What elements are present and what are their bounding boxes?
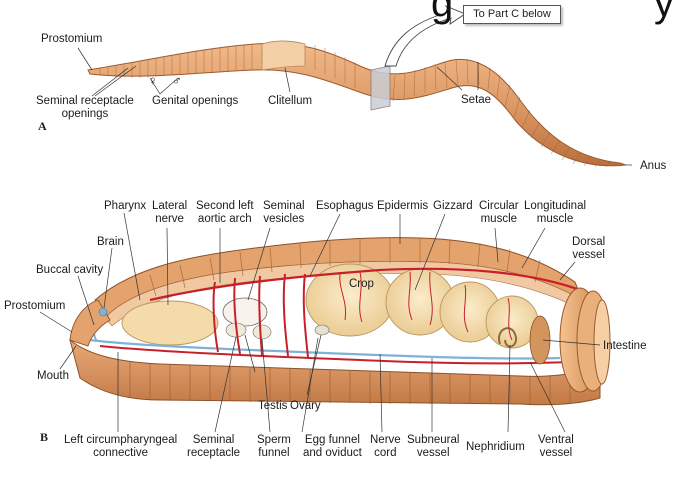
label-brain: Brain bbox=[97, 236, 124, 248]
heading-fragment-left: g bbox=[431, 0, 454, 25]
label-nerve-cord: Nerve cord bbox=[370, 434, 401, 459]
label-seminal-receptacle-openings: Seminal receptacle openings bbox=[36, 95, 134, 120]
callout-to-part-c: To Part C below bbox=[463, 5, 561, 24]
label-second-left-aortic-arch: Second left aortic arch bbox=[196, 200, 254, 225]
label-anus: Anus bbox=[640, 160, 667, 172]
male-symbol-icon: ♂ bbox=[172, 73, 182, 88]
label-buccal-cavity: Buccal cavity bbox=[36, 264, 104, 276]
label-left-circumpharyngeal-connective: Left circumpharyngeal connective bbox=[64, 434, 178, 459]
label-setae: Setae bbox=[461, 94, 492, 106]
label-testis: Testis bbox=[258, 400, 288, 412]
label-crop: Crop bbox=[349, 278, 374, 290]
label-epidermis: Epidermis bbox=[377, 200, 429, 212]
label-esophagus: Esophagus bbox=[316, 200, 374, 212]
label-seminal-receptacle: Seminal receptacle bbox=[187, 434, 241, 459]
label-lateral-nerve: Lateral nerve bbox=[152, 200, 188, 225]
label-pharynx: Pharynx bbox=[104, 200, 147, 212]
leader-lines bbox=[39, 212, 601, 433]
label-prostomium-b: Prostomium bbox=[4, 300, 66, 312]
label-ovary: Ovary bbox=[290, 400, 321, 412]
label-prostomium-a: Prostomium bbox=[41, 33, 103, 45]
dissection-drawing bbox=[69, 237, 611, 406]
heading-fragment-right: y bbox=[654, 0, 674, 25]
female-symbol-icon: ♀ bbox=[148, 73, 158, 88]
label-subneural-vessel: Subneural vessel bbox=[407, 434, 460, 459]
label-egg-funnel-and-oviduct: Egg funnel and oviduct bbox=[303, 434, 362, 459]
label-intestine: Intestine bbox=[603, 340, 647, 352]
label-genital-openings: Genital openings bbox=[152, 95, 239, 107]
label-mouth: Mouth bbox=[37, 370, 69, 382]
label-ventral-vessel: Ventral vessel bbox=[538, 434, 574, 459]
label-clitellum: Clitellum bbox=[268, 95, 313, 107]
whole-worm-drawing bbox=[77, 5, 632, 168]
label-longitudinal-muscle: Longitudinal muscle bbox=[524, 200, 587, 225]
label-gizzard: Gizzard bbox=[433, 200, 473, 212]
panel-letter-b: B bbox=[40, 430, 49, 444]
label-seminal-vesicles: Seminal vesicles bbox=[263, 200, 305, 225]
label-circular-muscle: Circular muscle bbox=[479, 200, 519, 225]
label-sperm-funnel: Sperm funnel bbox=[257, 434, 291, 459]
label-nephridium: Nephridium bbox=[466, 441, 525, 453]
label-dorsal-vessel: Dorsal vessel bbox=[572, 236, 606, 261]
panel-letter-a: A bbox=[38, 119, 47, 133]
